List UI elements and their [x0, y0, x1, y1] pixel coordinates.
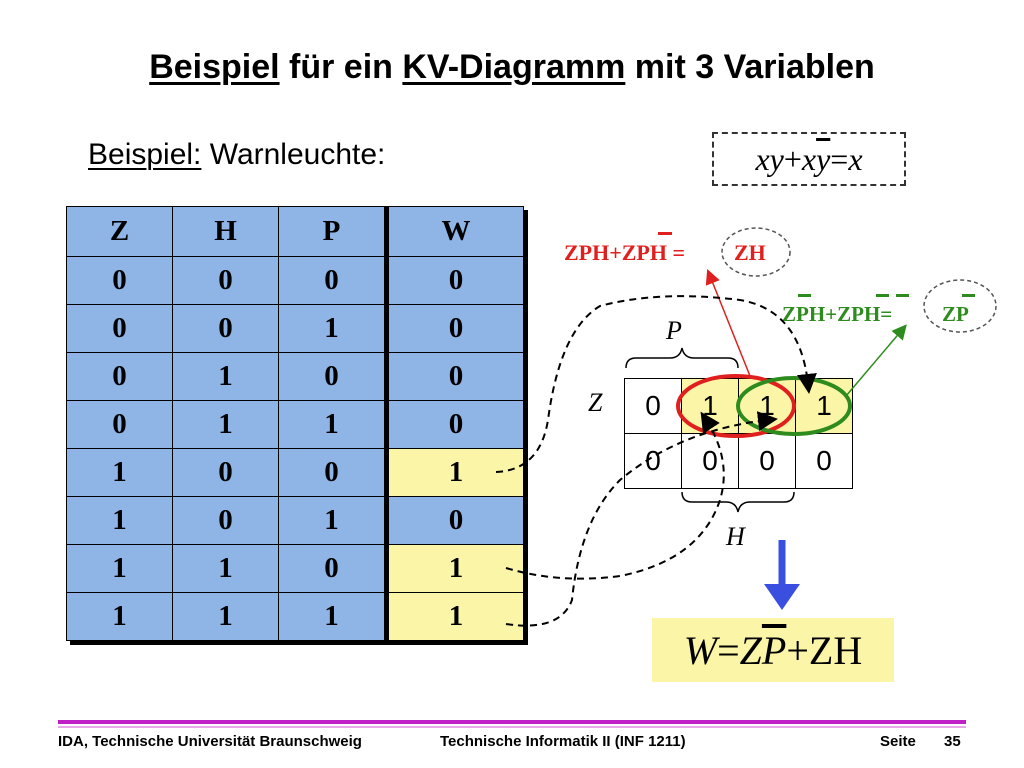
- kv-label-z: Z: [588, 388, 603, 417]
- truth-table-cell: 1: [278, 304, 387, 353]
- header-p: P: [278, 206, 387, 257]
- kv-row-z0: 0 0 0 0: [624, 433, 853, 489]
- kv-cell: 0: [624, 433, 682, 489]
- green-overbar-1: [798, 294, 811, 297]
- truth-table-cell: 0: [384, 496, 524, 545]
- truth-table-cell: 1: [172, 592, 279, 641]
- footer-course: Technische Informatik II (INF 1211): [440, 733, 686, 750]
- red-grouping: [676, 374, 796, 438]
- header-h: H: [172, 206, 279, 257]
- truth-table-cell: 0: [172, 256, 279, 305]
- truth-table-cell: 1: [384, 592, 524, 641]
- footer-page-label: Seite: [880, 733, 916, 750]
- truth-table-cell: 1: [278, 592, 387, 641]
- truth-table-header: Z H P W: [66, 206, 524, 257]
- truth-table-cell: 0: [172, 304, 279, 353]
- header-w: W: [384, 206, 524, 257]
- truth-table-cell: 0: [278, 256, 387, 305]
- truth-table-cell: 0: [278, 448, 387, 497]
- connector-row-1101: [505, 411, 725, 580]
- red-arrow: [705, 269, 751, 377]
- truth-table-cell: 1: [172, 544, 279, 593]
- truth-table-cell: 0: [66, 304, 173, 353]
- slide-title: Beispiel für ein KV-Diagramm mit 3 Varia…: [149, 48, 875, 86]
- red-result: ZH: [734, 240, 766, 265]
- green-result: ZP: [942, 302, 969, 326]
- kv-label-p: P: [666, 316, 682, 345]
- connector-row-1001: [495, 295, 817, 473]
- truth-table-cell: 1: [66, 496, 173, 545]
- kv-cell: 0: [738, 433, 796, 489]
- red-annotation: ZPH+ZPH =: [564, 240, 686, 265]
- green-arrow: [845, 324, 907, 397]
- brace-p: [625, 347, 739, 369]
- brace-h: [681, 491, 795, 513]
- down-arrow-head: [764, 584, 800, 610]
- truth-table-cell: 1: [66, 592, 173, 641]
- truth-table-cell: 1: [172, 400, 279, 449]
- truth-table-cell: 0: [384, 400, 524, 449]
- truth-table-cell: 0: [278, 544, 387, 593]
- truth-table-cell: 1: [384, 544, 524, 593]
- truth-table-cell: 0: [66, 400, 173, 449]
- truth-table-cell: 0: [384, 304, 524, 353]
- header-z: Z: [66, 206, 173, 257]
- green-overbar-2: [876, 294, 889, 297]
- red-result-circle: [721, 227, 791, 277]
- connector-row-1111: [505, 411, 778, 627]
- footer-institution: IDA, Technische Universität Braunschweig: [58, 733, 362, 750]
- kv-cell: 0: [795, 433, 853, 489]
- truth-table-cell: 0: [66, 256, 173, 305]
- truth-table-cell: 1: [172, 352, 279, 401]
- truth-table-cell: 1: [66, 448, 173, 497]
- kv-label-h: H: [726, 522, 745, 551]
- green-annotation: ZPH+ZPH=: [782, 302, 893, 326]
- green-grouping: [736, 376, 852, 436]
- truth-table-cell: 0: [384, 256, 524, 305]
- subtitle: Beispiel: Warnleuchte:: [88, 138, 386, 171]
- green-overbar-3: [896, 294, 909, 297]
- kv-cell: 0: [624, 378, 682, 434]
- green-result-circle: [923, 279, 997, 333]
- green-overbar-4: [962, 294, 975, 297]
- footer-page-number: 35: [944, 733, 961, 750]
- red-overbar: [658, 232, 672, 235]
